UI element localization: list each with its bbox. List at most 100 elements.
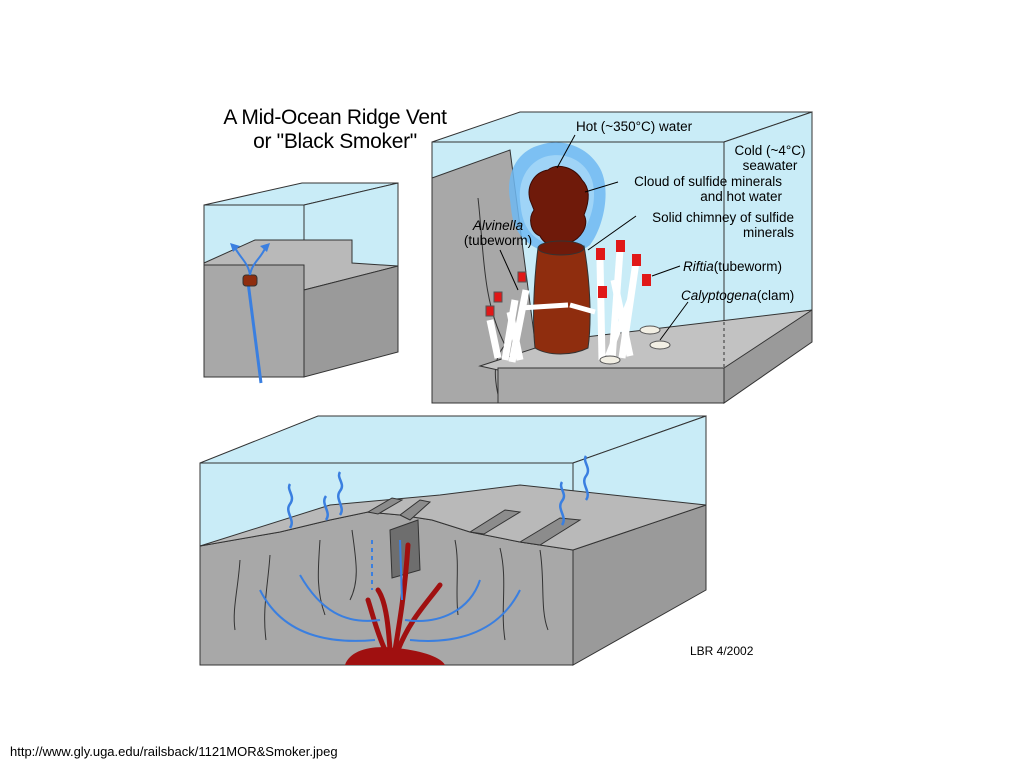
- rift-axis: [389, 519, 421, 579]
- alvinella-plume: [485, 305, 495, 317]
- cloud-line-1: Cloud of sulfide minerals: [634, 174, 782, 189]
- overview-rock-side: [303, 265, 399, 378]
- feeder: [365, 597, 388, 653]
- fracture: [454, 539, 459, 616]
- flow-path: [399, 539, 403, 601]
- plume-wave: [323, 495, 329, 521]
- calyptogena-clams: [599, 325, 671, 365]
- leader-cloud: [584, 181, 619, 193]
- label-hot-water: Hot (~350°C) water: [576, 119, 693, 134]
- fracture: [264, 554, 271, 641]
- riftia-common: (tubeworm): [713, 259, 783, 274]
- rising-plumes: [287, 455, 590, 529]
- alvinella-tube: [508, 289, 530, 363]
- fault-block: [199, 484, 707, 551]
- riftia-plume: [642, 274, 651, 286]
- magma-chamber: [345, 647, 445, 665]
- riftia-tube: [596, 259, 606, 361]
- leader-calyptogena: [659, 301, 689, 341]
- riftia-name: Riftia: [683, 259, 714, 274]
- cold-line-1: Cold (~4°C): [734, 143, 806, 158]
- alvinella-common: (tubeworm): [463, 233, 533, 248]
- clam: [639, 325, 661, 335]
- riftia-plume: [598, 286, 607, 298]
- alvinella-tube: [519, 302, 569, 311]
- arrow-head-left: [230, 243, 240, 252]
- plume-wave: [337, 471, 344, 516]
- label-alvinella: Alvinella (tubeworm): [458, 218, 538, 248]
- alvinella-tube: [501, 299, 519, 361]
- riftia-cluster: [596, 240, 651, 361]
- label-riftia: Riftia(tubeworm): [683, 259, 782, 274]
- diagram-title: A Mid-Ocean Ridge Vent or "Black Smoker": [205, 106, 465, 154]
- ridge-block: [199, 415, 707, 666]
- fracture: [349, 529, 357, 601]
- label-leaders: [499, 134, 689, 341]
- alvinella-tube: [569, 302, 596, 315]
- leader-riftia: [651, 265, 681, 277]
- alvinella-tube: [486, 319, 502, 359]
- chimney-line-2: minerals: [742, 225, 794, 240]
- title-line-2: or "Black Smoker": [253, 130, 417, 153]
- riftia-tube: [605, 298, 633, 358]
- feeder: [392, 542, 411, 653]
- calyptogena-name: Calyptogena: [681, 288, 757, 303]
- arrow-head-right: [260, 243, 270, 252]
- overview-conduit: [246, 281, 263, 384]
- leader-alvinella: [499, 249, 519, 291]
- source-url: http://www.gly.uga.edu/railsback/1121MOR…: [10, 744, 338, 759]
- label-cold-seawater: Cold (~4°C) seawater: [730, 143, 810, 173]
- fault-scarp: [518, 517, 582, 546]
- leader-hot-water: [556, 134, 576, 169]
- fault-scarp: [366, 497, 404, 515]
- flow-path: [299, 574, 381, 622]
- flow-path: [409, 589, 521, 642]
- alvinella-tube: [506, 311, 524, 361]
- chimney-line-1: Solid chimney of sulfide: [652, 210, 794, 225]
- leader-chimney: [587, 215, 637, 251]
- detail-seafloor-side: [723, 309, 813, 404]
- clam: [649, 340, 671, 350]
- riftia-plume: [596, 248, 605, 260]
- overview-vent: [242, 274, 258, 287]
- label-sulfide-chimney: Solid chimney of sulfide minerals: [630, 210, 794, 240]
- magma-feeders: [365, 542, 443, 653]
- sulfide-chimney: [533, 245, 591, 355]
- overview-block: [203, 182, 399, 384]
- fault-scarp: [399, 499, 432, 521]
- cliff-crack: [477, 197, 506, 404]
- label-sulfide-cloud: Cloud of sulfide minerals and hot water: [610, 174, 782, 204]
- alvinella-cluster: [485, 271, 596, 363]
- feeder: [375, 587, 393, 653]
- flow-path: [259, 589, 376, 642]
- plume-wave: [287, 483, 294, 529]
- fault-scarp: [468, 509, 522, 535]
- title-line-1: A Mid-Ocean Ridge Vent: [223, 106, 447, 129]
- ridge-fault-blocks: [199, 484, 707, 551]
- credit-label: LBR 4/2002: [690, 644, 754, 658]
- alvinella-plume: [517, 271, 527, 283]
- fracture: [539, 549, 549, 631]
- riftia-plume: [632, 254, 641, 266]
- detail-seafloor-front: [497, 367, 725, 404]
- alvinella-name: Alvinella: [472, 218, 524, 233]
- circulation-paths: [259, 539, 521, 642]
- plume-wave: [583, 455, 590, 501]
- feeder: [395, 582, 443, 653]
- fracture: [317, 539, 326, 616]
- calyptogena-common: (clam): [756, 288, 795, 303]
- riftia-plume: [616, 240, 625, 252]
- vent-detail-block: [431, 111, 813, 404]
- plume-wave: [559, 481, 566, 526]
- cold-line-2: seawater: [742, 158, 798, 173]
- ridge-fractures: [233, 529, 549, 641]
- flow-path: [404, 579, 481, 622]
- fracture: [499, 547, 506, 641]
- alvinella-plume: [493, 291, 503, 303]
- clam: [599, 355, 621, 365]
- label-calyptogena: Calyptogena(clam): [681, 288, 794, 303]
- chimney-mouth: [537, 240, 585, 256]
- cloud-line-2: and hot water: [700, 189, 782, 204]
- fracture: [233, 559, 241, 631]
